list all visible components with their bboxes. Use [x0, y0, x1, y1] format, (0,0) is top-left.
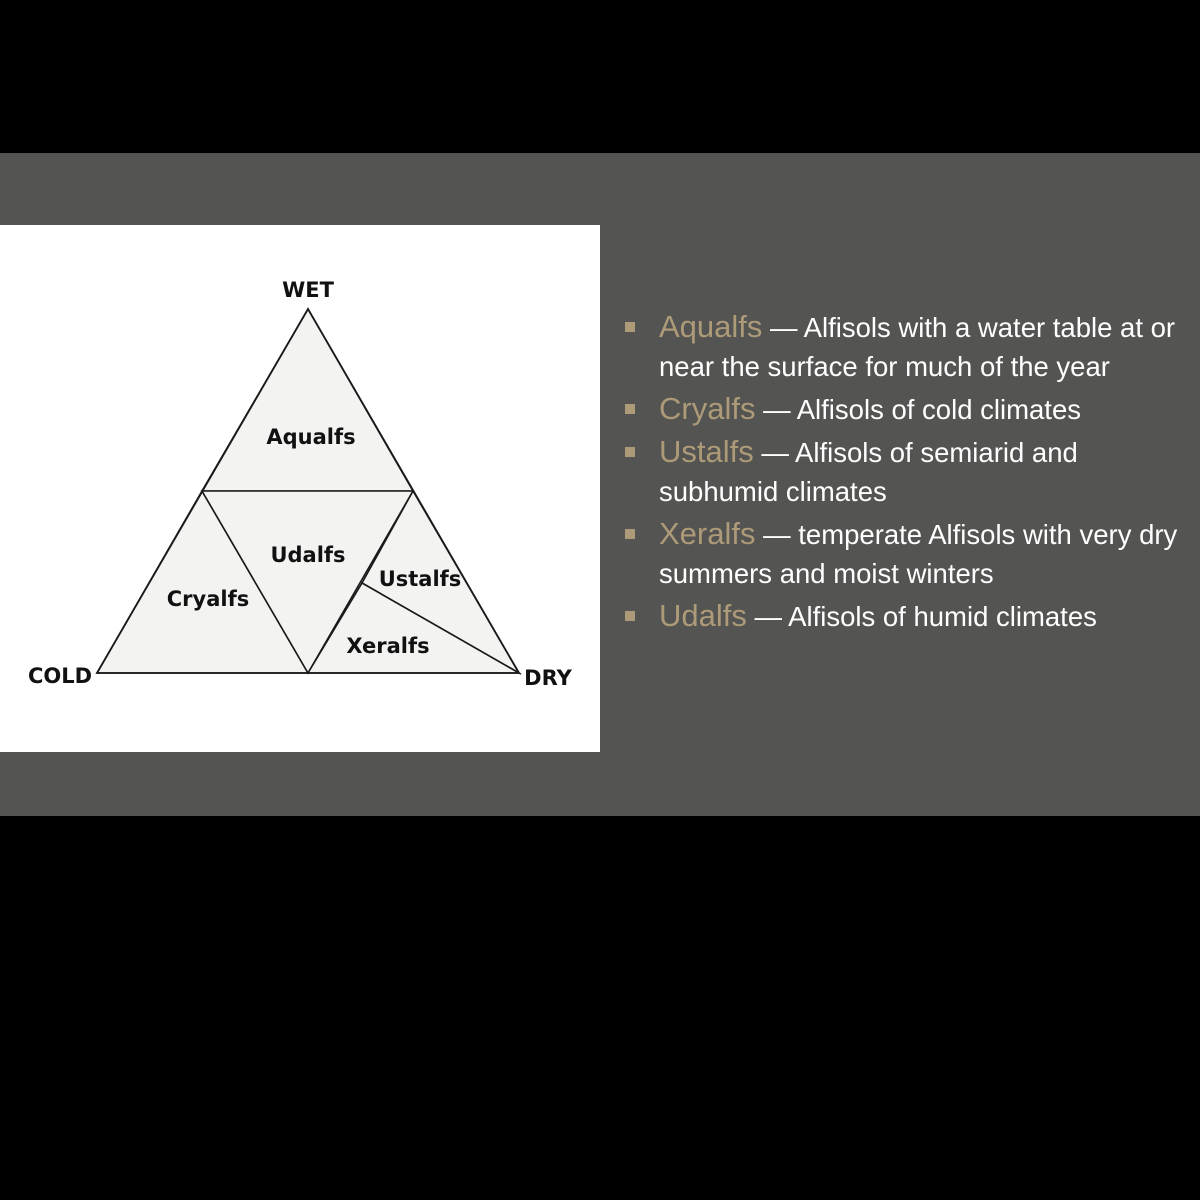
- region-udalfs: [200, 490, 415, 675]
- alfisol-suborder-triangle-diagram: WET COLD DRY Aqualfs Udalfs Cryalfs Usta…: [0, 225, 600, 752]
- term-xeralfs: Xeralfs: [659, 516, 756, 551]
- separator: —: [746, 601, 789, 632]
- corner-label-wet: WET: [282, 278, 335, 302]
- term-udalfs: Udalfs: [659, 598, 747, 633]
- square-bullet-icon: [625, 447, 635, 457]
- region-aqualfs: [200, 307, 415, 492]
- list-item-xeralfs: Xeralfs — temperate Alfisols with very d…: [622, 514, 1182, 593]
- outer-triangle: [95, 307, 521, 674]
- list-item-aqualfs: Aqualfs — Alfisols with a water table at…: [622, 307, 1182, 386]
- separator: —: [753, 437, 796, 468]
- square-bullet-icon: [625, 529, 635, 539]
- definition-xeralfs: temperate Alfisols with very dry summers…: [659, 519, 1178, 589]
- square-bullet-icon: [625, 611, 635, 621]
- region-label-cryalfs: Cryalfs: [167, 587, 249, 611]
- separator: —: [755, 394, 797, 425]
- region-label-aqualfs: Aqualfs: [266, 425, 355, 449]
- definition-udalfs: Alfisols of humid climates: [788, 601, 1097, 632]
- corner-label-cold: COLD: [28, 664, 92, 688]
- triangle-diagram-svg: WET COLD DRY Aqualfs Udalfs Cryalfs Usta…: [28, 278, 573, 690]
- list-item-udalfs: Udalfs — Alfisols of humid climates: [622, 596, 1182, 636]
- separator: —: [762, 312, 804, 343]
- region-label-udalfs: Udalfs: [270, 543, 345, 567]
- square-bullet-icon: [625, 404, 635, 414]
- term-ustalfs: Ustalfs: [659, 434, 754, 469]
- square-bullet-icon: [625, 322, 635, 332]
- term-aqualfs: Aqualfs: [659, 309, 763, 344]
- term-cryalfs: Cryalfs: [659, 391, 756, 426]
- list-item-ustalfs: Ustalfs — Alfisols of semiarid and subhu…: [622, 432, 1182, 511]
- separator: —: [755, 519, 799, 550]
- definition-cryalfs: Alfisols of cold climates: [796, 394, 1081, 425]
- list-item-cryalfs: Cryalfs — Alfisols of cold climates: [622, 389, 1182, 429]
- definition-ustalfs: Alfisols of semiarid and subhumid climat…: [659, 437, 1078, 507]
- slide: WET COLD DRY Aqualfs Udalfs Cryalfs Usta…: [0, 153, 1200, 816]
- corner-label-dry: DRY: [524, 666, 572, 690]
- region-label-ustalfs: Ustalfs: [379, 567, 462, 591]
- suborder-definition-list: Aqualfs — Alfisols with a water table at…: [622, 307, 1182, 639]
- region-label-xeralfs: Xeralfs: [346, 634, 429, 658]
- definition-aqualfs: Alfisols with a water table at or near t…: [659, 312, 1176, 382]
